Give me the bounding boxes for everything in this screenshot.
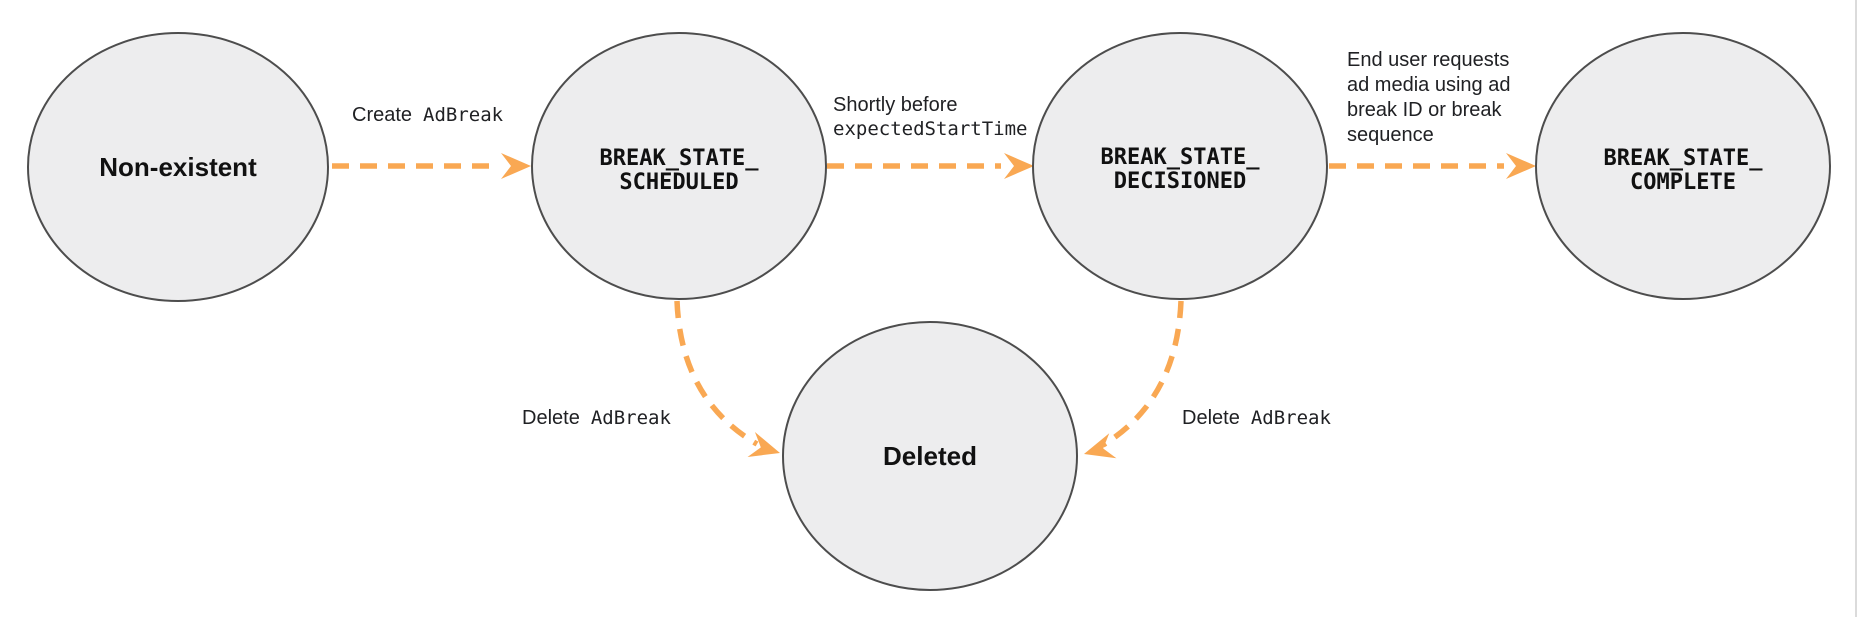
edge-shortly-before-arrowhead-icon: [1004, 153, 1034, 179]
state-label-scheduled-line2: SCHEDULED: [619, 170, 738, 195]
state-node-break-state-scheduled: BREAK_STATE_ SCHEDULED: [531, 32, 827, 300]
state-node-deleted-shape: [782, 321, 1078, 591]
edge-label-end-user-line4: sequence: [1347, 124, 1434, 146]
edge-delete-right-arrowhead-icon: [1084, 433, 1117, 459]
edge-label-delete-right-plain: Delete: [1182, 407, 1240, 429]
state-node-deleted: Deleted: [782, 321, 1078, 591]
state-label-complete-line1: BREAK_STATE_: [1604, 146, 1764, 171]
edge-label-create-adbreak: Create AdBreak: [352, 104, 504, 126]
state-label-decisioned-line2: DECISIONED: [1114, 169, 1246, 194]
edge-end-user-requests-arrowhead-icon: [1506, 153, 1536, 179]
state-node-break-state-complete: BREAK_STATE_ COMPLETE: [1535, 32, 1831, 300]
edge-label-delete-left-plain: Delete: [522, 407, 580, 429]
edge-delete-adbreak-left: Delete AdBreak: [522, 300, 780, 457]
edge-label-end-user-line2: ad media using ad: [1347, 74, 1510, 96]
state-node-decisioned-shape: [1032, 32, 1328, 300]
state-label-complete-line2: COMPLETE: [1630, 170, 1736, 195]
state-label-decisioned-line1: BREAK_STATE_: [1101, 145, 1261, 170]
edge-create-adbreak: Create AdBreak: [332, 104, 531, 179]
edge-shortly-before: Shortly before expectedStartTime: [827, 94, 1034, 179]
state-node-scheduled-shape: [531, 32, 827, 300]
edge-label-shortly-before-plain: Shortly before: [833, 94, 958, 116]
state-node-non-existent: Non-existent: [27, 32, 329, 302]
edge-label-shortly-before-code: expectedStartTime: [833, 118, 1027, 140]
edge-end-user-requests: End user requests ad media using ad brea…: [1329, 49, 1536, 179]
edge-delete-left-arrowhead-icon: [747, 432, 780, 457]
state-node-complete-shape: [1535, 32, 1831, 300]
edge-label-delete-left-code: AdBreak: [591, 407, 672, 429]
edge-label-delete-adbreak-left: Delete AdBreak: [522, 407, 671, 429]
state-label-scheduled-line1: BREAK_STATE_: [600, 146, 760, 171]
state-label-non-existent: Non-existent: [99, 152, 257, 182]
edge-label-delete-right-code: AdBreak: [1251, 407, 1332, 429]
edge-label-end-user-line1: End user requests: [1347, 49, 1509, 71]
edge-create-adbreak-arrowhead-icon: [501, 153, 531, 179]
edge-delete-adbreak-right: Delete AdBreak: [1084, 300, 1331, 459]
edge-label-create-adbreak-code: AdBreak: [423, 104, 504, 126]
edge-label-delete-adbreak-right: Delete AdBreak: [1182, 407, 1331, 429]
edge-delete-right-curve: [1101, 300, 1184, 448]
state-label-deleted: Deleted: [883, 441, 977, 471]
edge-label-end-user-line3: break ID or break: [1347, 99, 1503, 121]
edge-delete-left-curve: [674, 300, 759, 447]
state-node-non-existent-shape: [27, 32, 329, 302]
edge-label-create-adbreak-plain: Create: [352, 104, 412, 126]
state-node-break-state-decisioned: BREAK_STATE_ DECISIONED: [1032, 32, 1328, 300]
